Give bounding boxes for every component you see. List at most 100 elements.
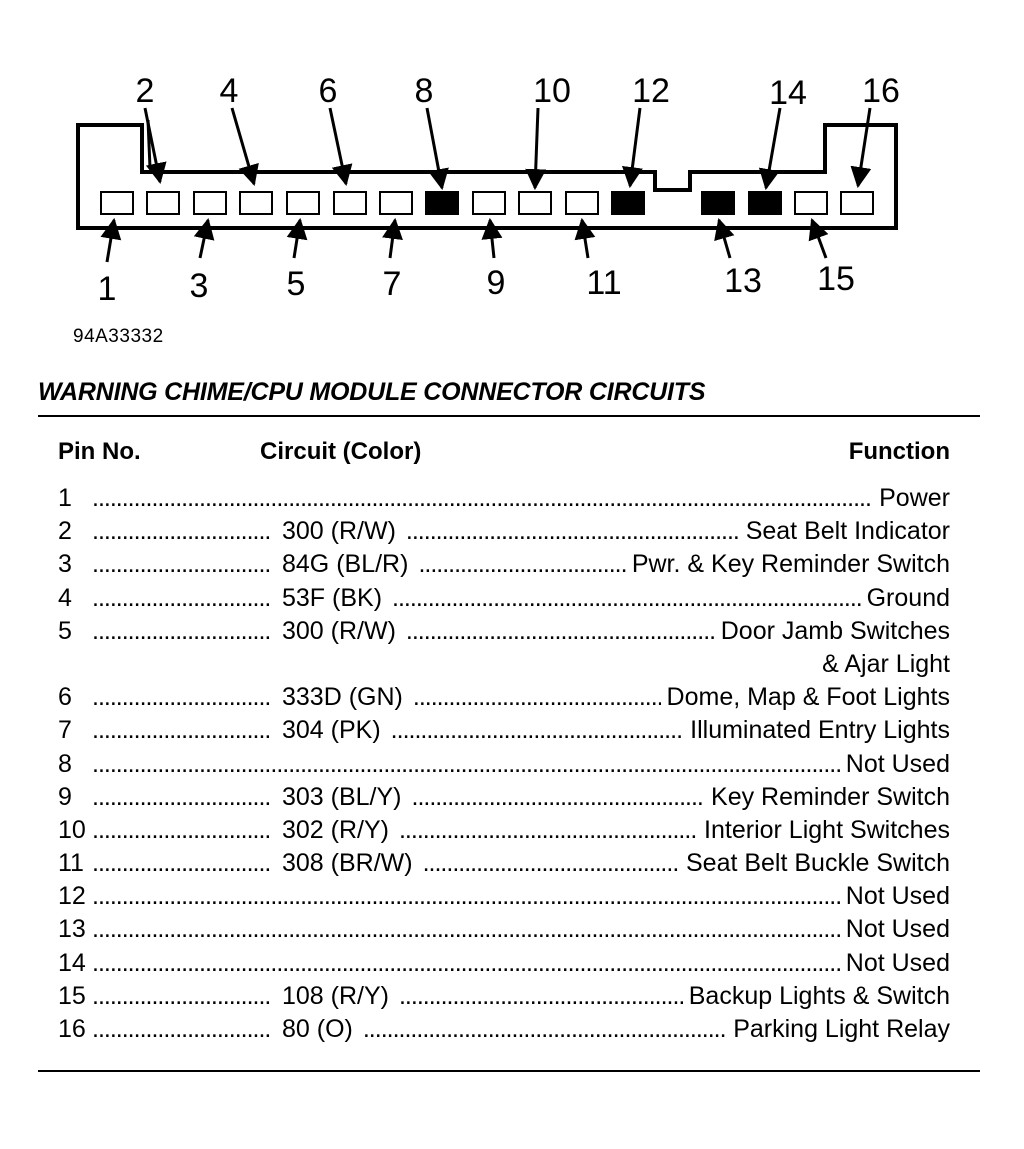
- leader-pin-11: [574, 217, 596, 259]
- connector-pins: [100, 191, 874, 215]
- function-text: Parking Light Relay: [733, 1015, 950, 1043]
- leader-pin-8: [425, 107, 449, 191]
- pin-2: [146, 191, 180, 215]
- pin-15: [794, 191, 828, 215]
- pin-4: [239, 191, 273, 215]
- pin-number: 8: [58, 749, 72, 778]
- function-text: Key Reminder Switch: [711, 782, 950, 811]
- pin-label-10: 10: [533, 72, 571, 110]
- pin-10: [518, 191, 552, 215]
- table-row: 15108 (R/Y)Backup Lights & Switch: [58, 980, 950, 1013]
- pin-label-3: 3: [190, 267, 209, 305]
- leader-pin-5: [286, 217, 308, 259]
- leader-dots: [418, 548, 625, 581]
- leader-dots: [412, 781, 706, 814]
- pin-number: 4: [58, 583, 72, 612]
- leader-dots: [92, 947, 840, 980]
- function-text: Seat Belt Indicator: [745, 517, 950, 546]
- bottom-rule: [38, 1070, 980, 1072]
- function-text: Not Used: [845, 882, 950, 911]
- pin-number: 15: [58, 981, 86, 1010]
- leader-pin-9: [481, 217, 503, 259]
- leader-dots: [92, 814, 272, 847]
- pin-number: 14: [58, 948, 86, 977]
- function-text: Interior Light Switches: [704, 815, 950, 844]
- function-text: Power: [879, 484, 950, 512]
- circuit-table: 1 Power 2300 (R/W)Seat Belt Indicator384G …: [58, 482, 950, 1046]
- function-text: Pwr. & Key Reminder Switch: [631, 550, 950, 579]
- table-row: 453F (BK)Ground: [58, 582, 950, 615]
- pin-number: 16: [58, 1015, 86, 1043]
- pin-14-filled: [748, 191, 782, 215]
- pin-label-4: 4: [220, 72, 239, 110]
- pin-number: 5: [58, 616, 72, 645]
- leader-dots: [92, 615, 272, 648]
- pin-label-14: 14: [769, 74, 807, 112]
- pin-number: 7: [58, 716, 72, 745]
- circuit-color: 108 (R/Y): [282, 981, 389, 1010]
- pin-1: [100, 191, 134, 215]
- pin-number: 1: [58, 484, 72, 512]
- leader-dots: [92, 482, 873, 515]
- table-row: 7 304 (PK) Illuminated Entry Lights: [58, 714, 950, 747]
- leader-dots: [92, 781, 272, 814]
- table-row: 8Not Used: [58, 748, 950, 781]
- circuit-color: 303 (BL/Y): [282, 782, 402, 811]
- leader-dots: [92, 681, 272, 714]
- pin-number: 3: [58, 550, 72, 579]
- pin-label-6: 6: [319, 72, 338, 110]
- circuit-color: 333D (GN): [282, 683, 403, 712]
- leader-pin-6: [328, 107, 353, 187]
- table-row: 1 Power: [58, 482, 950, 515]
- pin-8-filled: [425, 191, 459, 215]
- leader-dots: [92, 1013, 272, 1046]
- table-row: 2300 (R/W)Seat Belt Indicator: [58, 515, 950, 548]
- title-rule: [38, 415, 980, 417]
- pin-label-11: 11: [586, 264, 621, 302]
- header-circuit: Circuit (Color): [260, 438, 422, 465]
- circuit-color: 80 (O): [282, 1015, 353, 1043]
- leader-dots: [406, 515, 740, 548]
- leader-pin-15: [808, 218, 829, 259]
- leader-pin-13: [714, 217, 735, 259]
- pin-label-16: 16: [862, 72, 900, 110]
- pin-number: 11: [58, 849, 84, 878]
- pin-number: 10: [58, 815, 86, 844]
- pin-7: [379, 191, 413, 215]
- circuit-color: 308 (BR/W): [282, 849, 413, 878]
- leader-dots: [92, 847, 272, 880]
- pin-11: [565, 191, 599, 215]
- leader-dots: [399, 980, 683, 1013]
- pin-label-15: 15: [817, 260, 855, 298]
- leader-dots: [363, 1013, 727, 1046]
- circuit-color: 304 (PK): [282, 716, 381, 745]
- table-row: 5300 (R/W)Door Jamb Switches: [58, 615, 950, 648]
- leader-dots: [92, 548, 272, 581]
- leader-dots: [92, 880, 840, 913]
- table-title: WARNING CHIME/CPU MODULE CONNECTOR CIRCU…: [38, 378, 706, 406]
- pin-label-9: 9: [487, 264, 506, 302]
- table-row: 384G (BL/R)Pwr. & Key Reminder Switch: [58, 548, 950, 581]
- function-text: Illuminated Entry Lights: [690, 716, 950, 745]
- leader-dots: [413, 681, 661, 714]
- leader-pin-2-housing: [146, 119, 152, 169]
- pin-label-8: 8: [415, 72, 434, 110]
- leader-dots: [391, 714, 684, 747]
- header-function: Function: [848, 438, 950, 465]
- pin-label-12: 12: [632, 72, 670, 110]
- header-pin-no: Pin No.: [58, 438, 141, 465]
- leader-dots: [92, 714, 272, 747]
- pin-12-filled: [611, 191, 645, 215]
- leader-dots: [392, 582, 861, 615]
- leader-pin-1: [100, 217, 122, 263]
- function-text: Not Used: [845, 948, 950, 977]
- leader-pin-10: [525, 107, 547, 191]
- table-row: 11308 (BR/W)Seat Belt Buckle Switch: [58, 847, 950, 880]
- pin-number: 9: [58, 782, 72, 811]
- pin-leader-lines: [100, 107, 872, 263]
- leader-dots: [92, 582, 272, 615]
- pin-6: [333, 191, 367, 215]
- leader-dots: [92, 515, 272, 548]
